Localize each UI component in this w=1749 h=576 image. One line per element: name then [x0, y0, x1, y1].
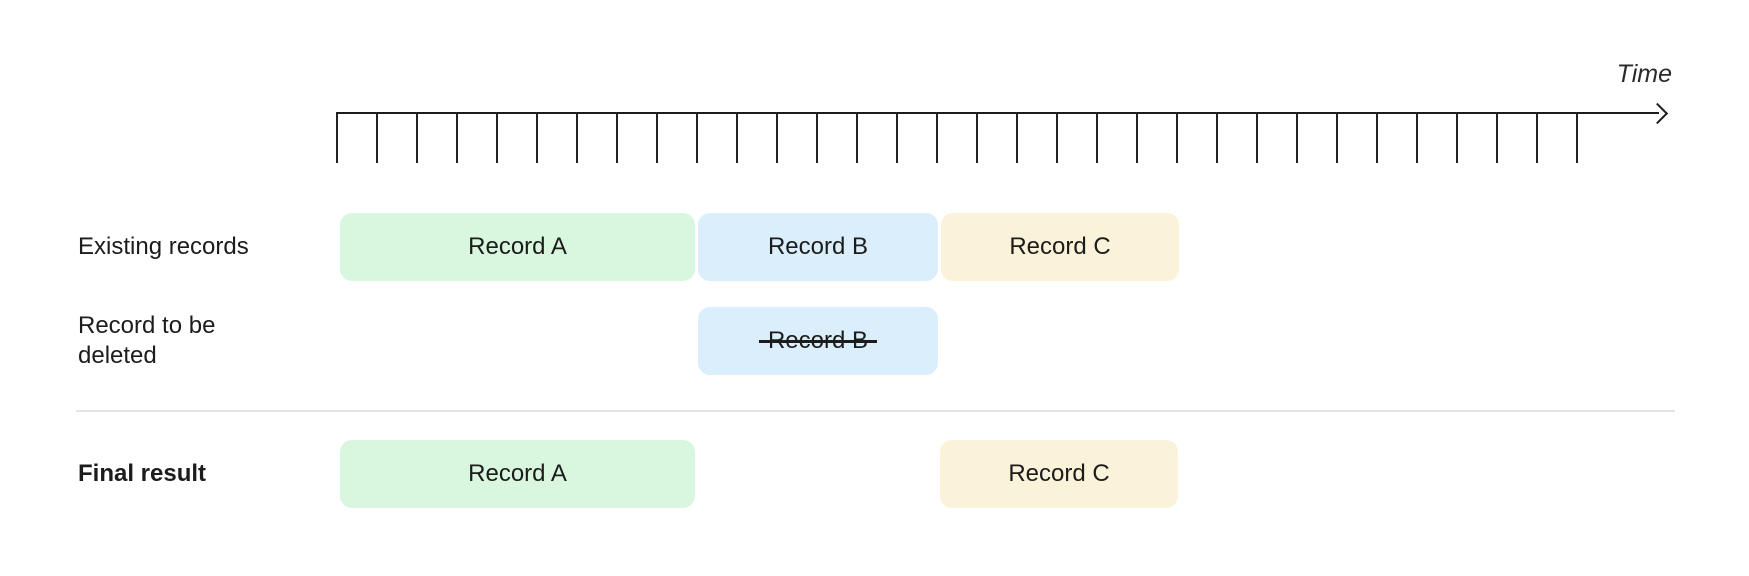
tick-mark: [1096, 112, 1098, 163]
tick-mark: [616, 112, 618, 163]
deleted-record-b-text: Record B: [758, 327, 878, 355]
tick-mark: [936, 112, 938, 163]
final-record-a-text: Record A: [468, 460, 567, 487]
tick-mark: [776, 112, 778, 163]
time-axis-line: [337, 112, 1659, 114]
tick-mark: [656, 112, 658, 163]
tick-mark: [816, 112, 818, 163]
time-axis-arrow-icon: [1646, 102, 1669, 125]
tick-mark: [1056, 112, 1058, 163]
tick-mark: [456, 112, 458, 163]
tick-mark: [376, 112, 378, 163]
tick-mark: [1296, 112, 1298, 163]
tick-mark: [1376, 112, 1378, 163]
tick-mark: [336, 112, 338, 163]
tick-mark: [496, 112, 498, 163]
tick-mark: [856, 112, 858, 163]
tick-mark: [736, 112, 738, 163]
final-record-c-text: Record C: [1008, 460, 1110, 487]
tick-mark: [1336, 112, 1338, 163]
tick-mark: [1256, 112, 1258, 163]
timeline-ticks: [336, 112, 1578, 163]
time-axis-label: Time: [1616, 60, 1672, 88]
existing-record-a-bar: Record A: [340, 213, 695, 281]
tick-mark: [416, 112, 418, 163]
tick-mark: [1496, 112, 1498, 163]
deleted-record-b-bar: Record B: [698, 307, 938, 375]
final-record-c-bar: Record C: [940, 440, 1178, 508]
tick-mark: [1456, 112, 1458, 163]
existing-record-b-bar: Record B: [698, 213, 938, 281]
existing-record-b-text: Record B: [767, 233, 869, 260]
final-result-label: Final result: [78, 460, 207, 487]
tick-mark: [1176, 112, 1178, 163]
section-divider: [76, 410, 1675, 412]
tick-mark: [696, 112, 698, 163]
existing-record-a-text: Record A: [468, 233, 567, 260]
tick-mark: [1576, 112, 1578, 163]
tick-mark: [1536, 112, 1538, 163]
tick-mark: [536, 112, 538, 163]
record-to-be-deleted-label: Record to be deleted: [78, 312, 216, 369]
tick-mark: [1416, 112, 1418, 163]
tick-mark: [976, 112, 978, 163]
tick-mark: [1216, 112, 1218, 163]
tick-mark: [1136, 112, 1138, 163]
tick-mark: [896, 112, 898, 163]
existing-record-c-bar: Record C: [941, 213, 1179, 281]
final-record-a-bar: Record A: [340, 440, 695, 508]
existing-record-c-text: Record C: [1009, 233, 1111, 260]
existing-records-label: Existing records: [78, 233, 249, 260]
tick-mark: [576, 112, 578, 163]
tick-mark: [1016, 112, 1018, 163]
